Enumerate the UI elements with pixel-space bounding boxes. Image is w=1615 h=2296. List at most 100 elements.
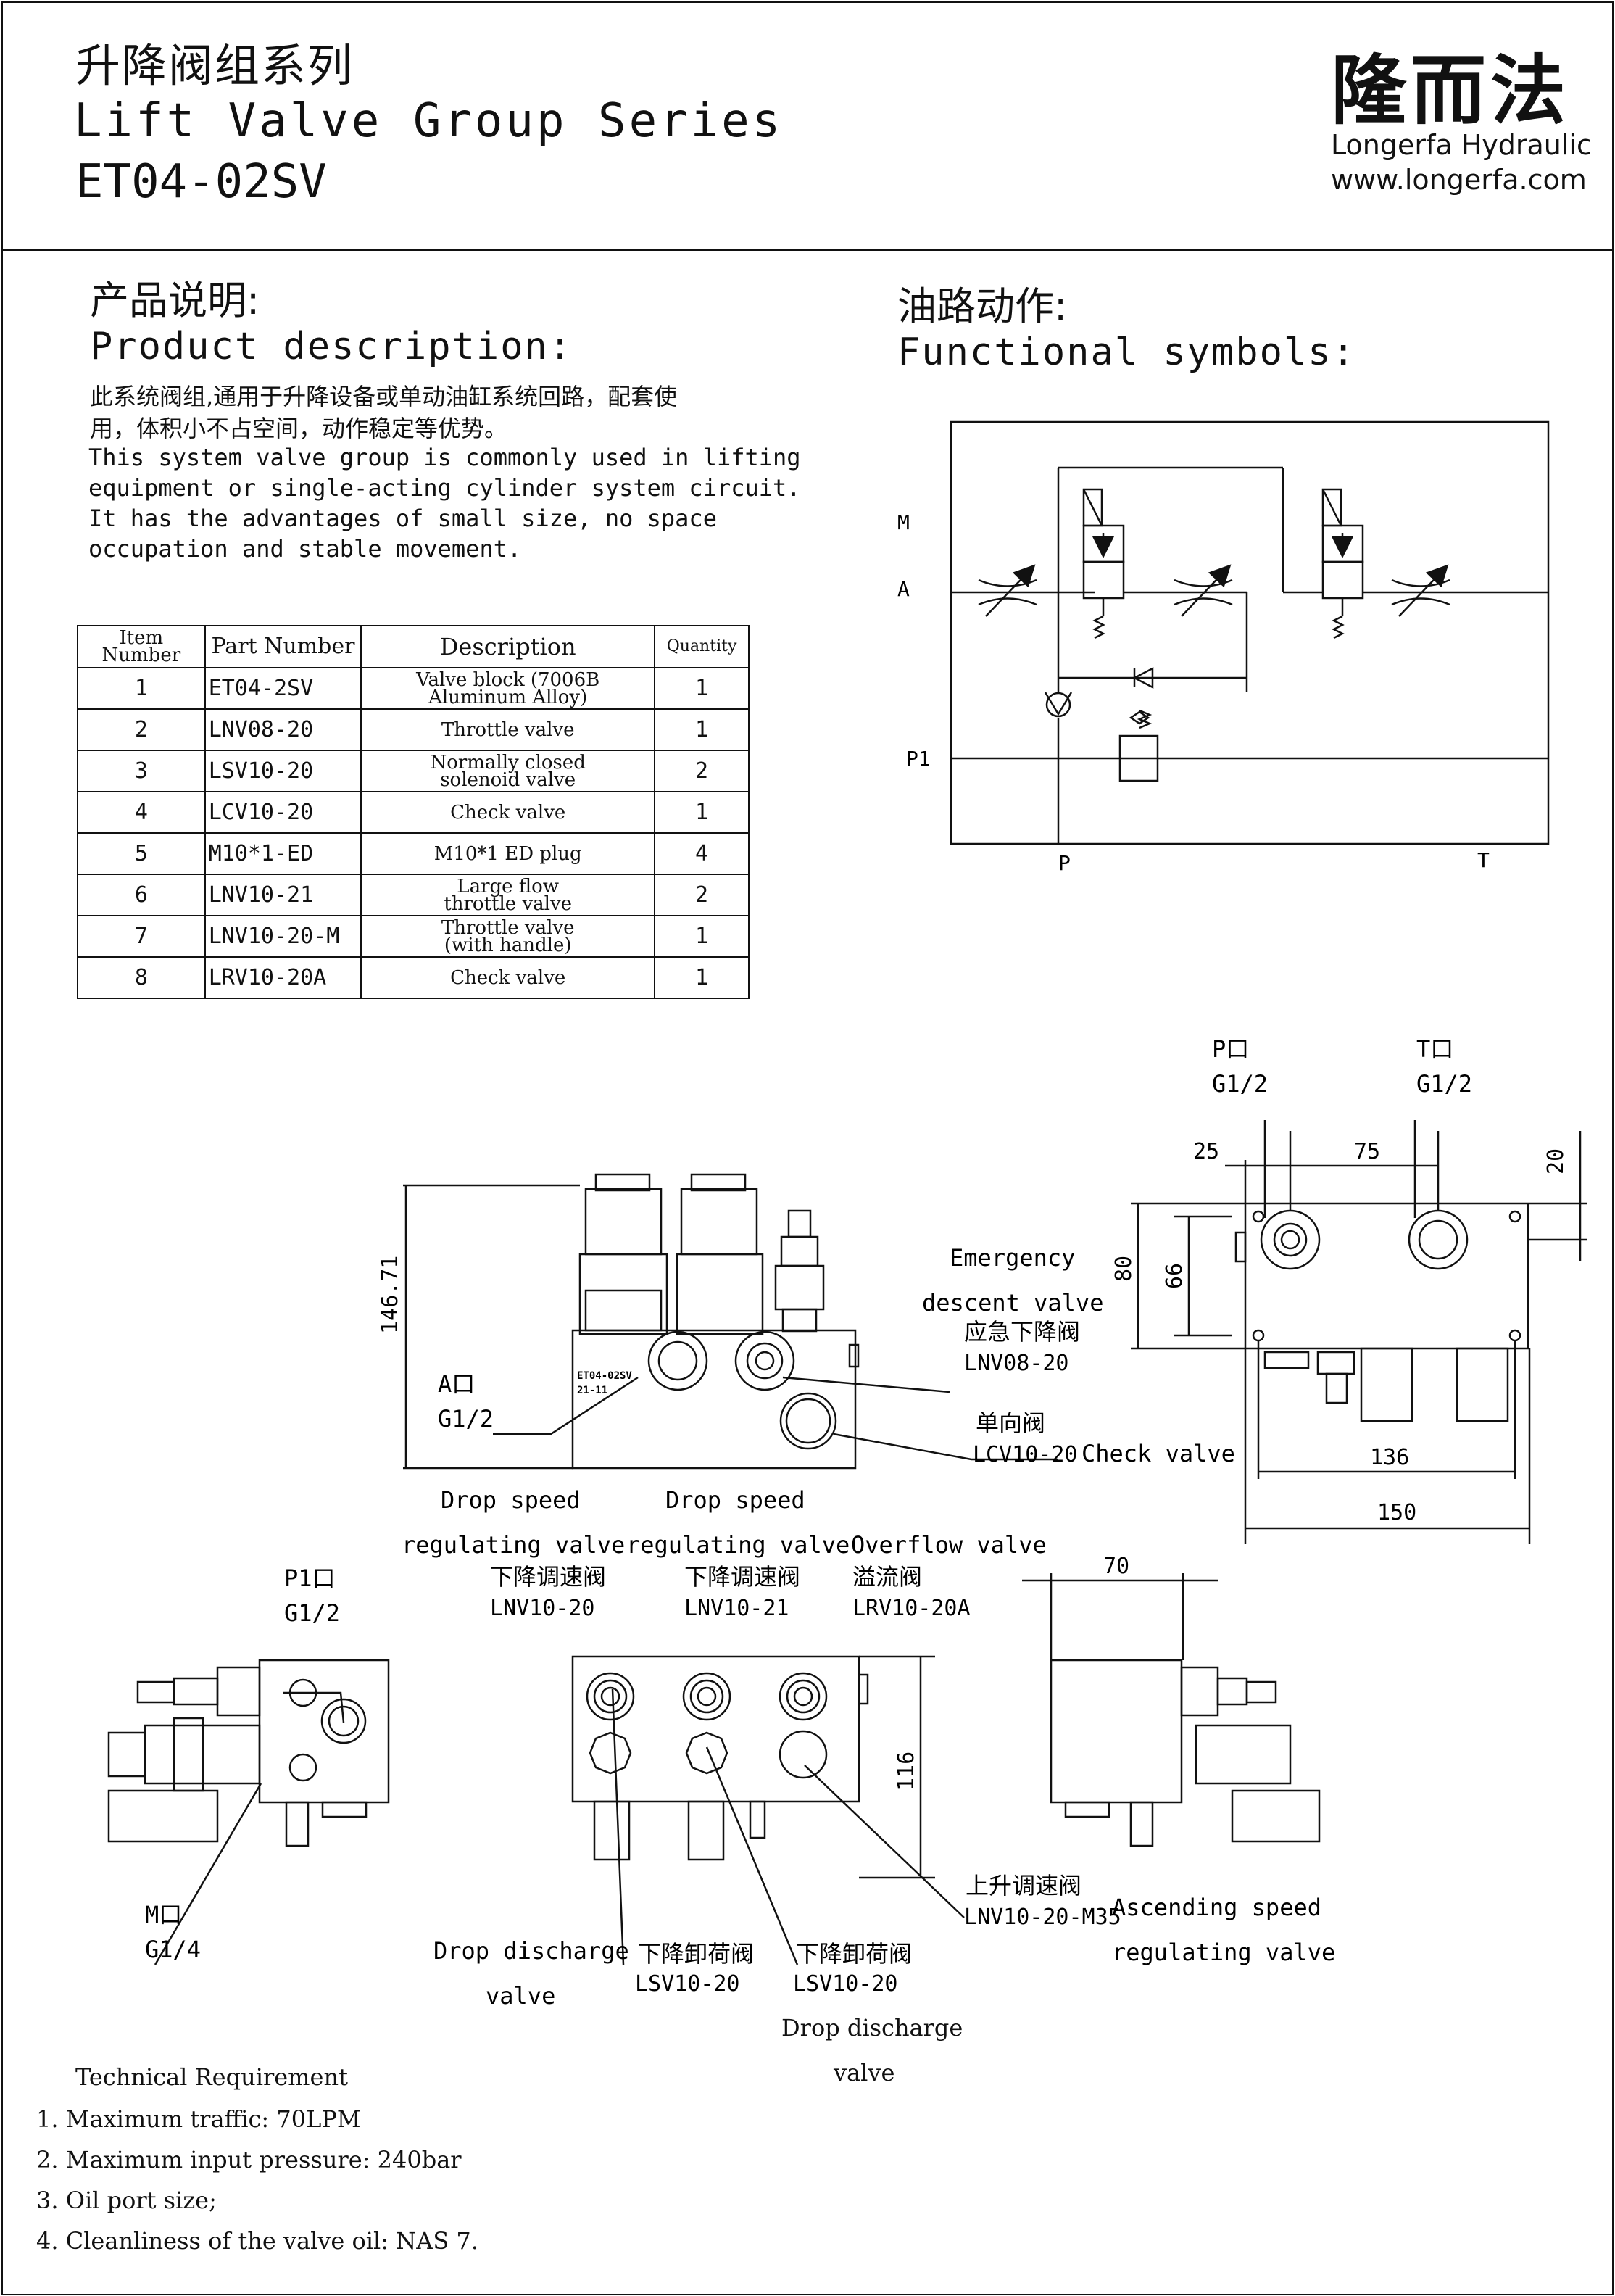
ascending-label-cn: 上升调速阀: [966, 1872, 1081, 1899]
functional-heading-en: Functional symbols:: [897, 331, 1356, 374]
ascending-label-1: Ascending speed: [1112, 1894, 1321, 1921]
dim-150: 150: [1377, 1500, 1416, 1525]
schematic-port-t: T: [1477, 848, 1490, 872]
block-marking-1: ET04-02SV: [577, 1370, 632, 1382]
check-valve-part-number: LCV10-20: [973, 1442, 1078, 1467]
dim-20: 20: [1543, 1148, 1569, 1174]
p1-port-label: P1口: [284, 1564, 336, 1592]
hydraulic-schematic: M A P1 P T: [897, 420, 1550, 875]
drop-speed-label-cn-a: 下降调速阀: [490, 1563, 606, 1591]
dim-66: 66: [1162, 1263, 1187, 1289]
dim-70: 70: [1103, 1554, 1129, 1579]
schematic-port-a: A: [897, 577, 910, 601]
technical-item-4: 4. Cleanliness of the valve oil: NAS 7.: [36, 2227, 478, 2255]
drop-discharge-label-2a: valve: [486, 1982, 555, 2010]
dim-25: 25: [1193, 1139, 1219, 1164]
header-quantity: Quantity: [654, 625, 750, 668]
right-side-view-block: [1050, 1659, 1183, 1804]
dim-146-71: 146.71: [378, 1256, 403, 1334]
technical-heading: Technical Requirement: [75, 2063, 348, 2091]
drop-speed-label-1a: Drop speed: [441, 1486, 581, 1514]
header-divider: [1, 249, 1612, 251]
drop-speed-label-cn-b: 下降调速阀: [684, 1563, 800, 1591]
brand-name-en: Longerfa Hydraulic: [1331, 129, 1592, 161]
check-valve-label-cn: 单向阀: [976, 1409, 1045, 1437]
emergency-label-2: descent valve: [922, 1289, 1103, 1317]
website: www.longerfa.com: [1331, 164, 1587, 196]
drop-discharge-part-number-b: LSV10-20: [793, 1971, 898, 1997]
description-text-en-4: occupation and stable movement.: [88, 535, 522, 563]
drop-speed-part-number-a: LNV10-20: [490, 1596, 595, 1621]
top-view-block: [1244, 1202, 1529, 1350]
description-heading-cn: 产品说明:: [90, 278, 260, 323]
check-valve-symbol: [1132, 666, 1154, 689]
check-valve-label-en: Check valve: [1081, 1440, 1235, 1467]
description-text-en-3: It has the advantages of small size, no …: [88, 505, 717, 532]
m-port-label: M口: [145, 1901, 182, 1928]
model-number: ET04-02SV: [75, 155, 327, 209]
drop-discharge-part-number-a: LSV10-20: [635, 1971, 740, 1997]
ascending-label-2: regulating valve: [1112, 1939, 1335, 1966]
schematic-port-p: P: [1058, 851, 1071, 875]
description-text-en-1: This system valve group is commonly used…: [88, 444, 801, 471]
drop-discharge-label-2b: valve: [834, 2059, 895, 2086]
overflow-label-cn: 溢流阀: [852, 1563, 922, 1591]
emergency-label-1: Emergency: [950, 1244, 1075, 1272]
description-heading-en: Product description:: [90, 325, 573, 368]
schematic-port-p1: P1: [906, 747, 931, 771]
drop-speed-label-2a: regulating valve: [402, 1531, 625, 1559]
block-marking-2: 21-11: [577, 1385, 607, 1396]
functional-heading-cn: 油路动作:: [897, 283, 1068, 329]
technical-item-3: 3. Oil port size;: [36, 2187, 217, 2214]
drop-speed-part-number-b: LNV10-21: [684, 1596, 789, 1621]
p-port-size: G1/2: [1212, 1070, 1268, 1098]
description-text-cn-2: 用，体积小不占空间，动作稳定等优势。: [90, 415, 508, 442]
a-port-label: A口: [438, 1370, 475, 1398]
drop-discharge-cn-b: 下降卸荷阀: [796, 1940, 912, 1968]
dim-136: 136: [1370, 1445, 1409, 1470]
drop-speed-label-1b: Drop speed: [665, 1486, 805, 1514]
drop-discharge-cn-a: 下降卸荷阀: [638, 1940, 754, 1968]
a-port-size: G1/2: [438, 1405, 494, 1433]
technical-item-2: 2. Maximum input pressure: 240bar: [36, 2146, 462, 2173]
dim-116: 116: [894, 1752, 919, 1791]
dim-80: 80: [1111, 1256, 1137, 1282]
schematic-port-m: M: [897, 510, 910, 534]
description-text-en-2: equipment or single-acting cylinder syst…: [88, 474, 801, 502]
overflow-part-number: LRV10-20A: [852, 1596, 971, 1621]
emergency-part-number: LNV08-20: [964, 1351, 1069, 1376]
header-part-number: Part Number: [204, 625, 362, 668]
ascending-part-number: LNV10-20-M35: [964, 1905, 1121, 1930]
t-port-size: G1/2: [1416, 1070, 1472, 1098]
schematic-frame: [950, 420, 1550, 845]
relief-valve-symbol: [1118, 734, 1159, 782]
front-view-block: [571, 1329, 857, 1470]
emergency-label-cn: 应急下降阀: [964, 1318, 1080, 1346]
p-port-label: P口: [1212, 1035, 1249, 1063]
title-en: Lift Valve Group Series: [74, 94, 784, 148]
m-port-size: G1/4: [145, 1936, 201, 1963]
technical-item-1: 1. Maximum traffic: 70LPM: [36, 2105, 361, 2133]
drop-speed-label-2b: regulating valve: [626, 1531, 850, 1559]
dim-75: 75: [1354, 1139, 1380, 1164]
assembly-drawings: 146.71 A口 G1/2 ET04-02SV 21-11 Emergency…: [107, 1035, 1587, 2010]
header-description: Description: [360, 625, 656, 668]
p1-port-size: G1/2: [284, 1599, 340, 1627]
t-port-label: T口: [1416, 1035, 1453, 1063]
brand-logo-cn: 隆而法: [1331, 46, 1571, 135]
description-text-cn-1: 此系统阀组,通用于升降设备或单动油缸系统回路，配套使: [90, 383, 678, 410]
overflow-label-en: Overflow valve: [851, 1531, 1047, 1559]
